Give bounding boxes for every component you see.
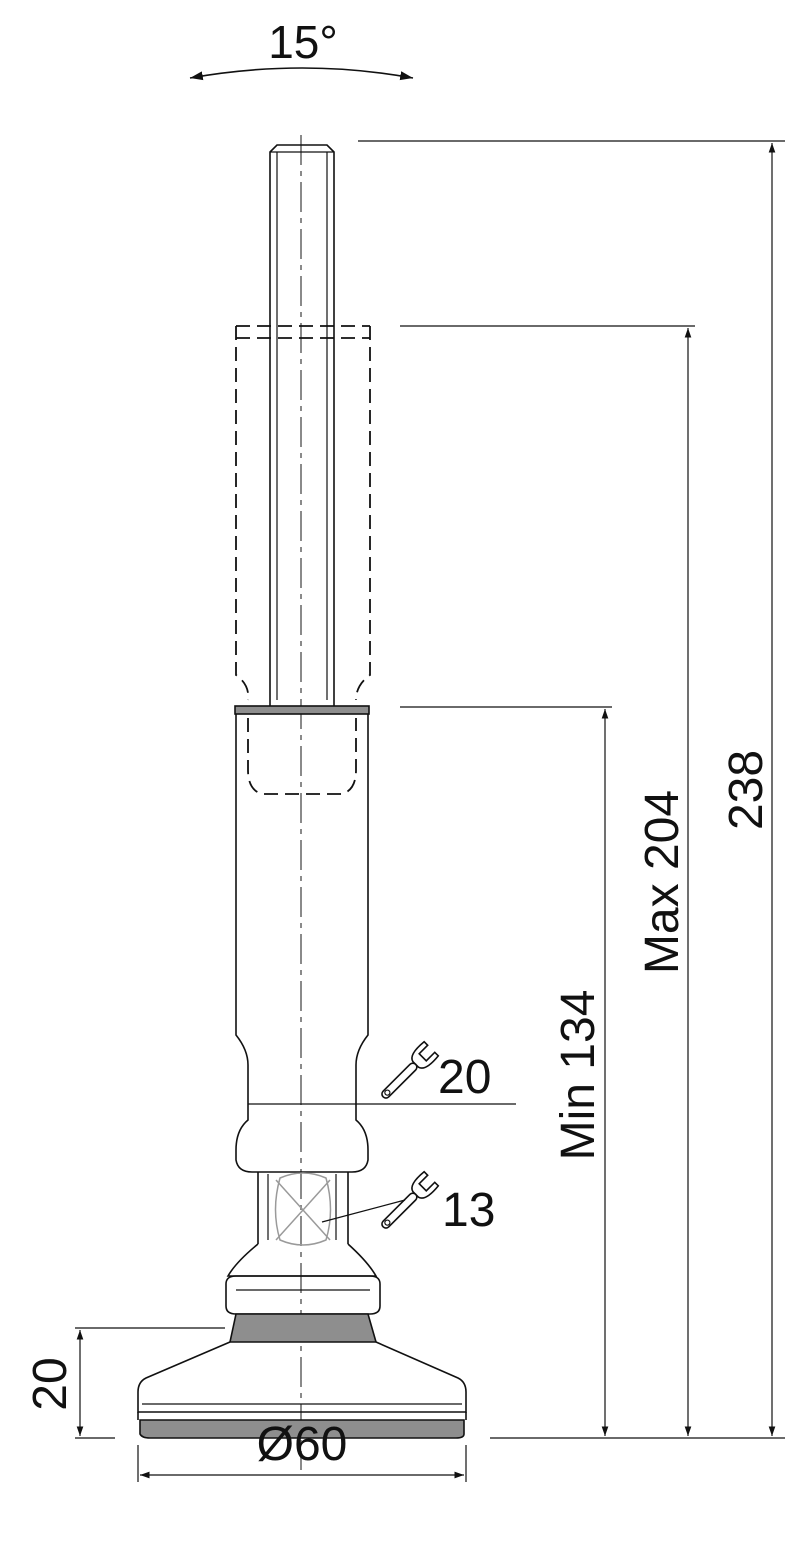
min-height-dimension: Min 134 bbox=[552, 709, 609, 1436]
total-height-label: 238 bbox=[720, 750, 773, 830]
base-height-label: 20 bbox=[24, 1357, 77, 1410]
max-height-dimension: Max 204 bbox=[636, 328, 692, 1436]
max-height-label: Max 204 bbox=[636, 790, 689, 974]
extension-lines bbox=[75, 140, 785, 1482]
base-diameter-dimension: Ø60 bbox=[140, 1418, 464, 1479]
wrench-size-20-label: 20 bbox=[438, 1051, 491, 1104]
total-height-dimension: 238 bbox=[720, 143, 776, 1436]
housing-body bbox=[234, 705, 370, 1173]
base-height-dimension: 20 bbox=[24, 1330, 84, 1436]
wrench-20-callout: 20 bbox=[355, 1040, 516, 1105]
tilt-arc bbox=[189, 67, 414, 81]
base-diameter-label: Ø60 bbox=[257, 1418, 348, 1471]
housing-top-band bbox=[234, 705, 370, 715]
wrench-size-13-label: 13 bbox=[442, 1184, 495, 1237]
wrench-icon bbox=[381, 1040, 440, 1099]
tilt-angle-indicator: 15° bbox=[189, 16, 414, 81]
extended-position-outline bbox=[235, 325, 371, 795]
min-height-label: Min 134 bbox=[552, 990, 605, 1161]
base-plate bbox=[137, 1243, 467, 1439]
hex-nut bbox=[257, 1172, 349, 1246]
threaded-spindle bbox=[269, 144, 335, 708]
angle-label: 15° bbox=[268, 16, 338, 68]
wrench-13-callout: 13 bbox=[321, 1170, 495, 1237]
wrench-icon bbox=[381, 1170, 440, 1229]
rubber-pad bbox=[139, 1419, 465, 1439]
rubber-seal bbox=[229, 1313, 378, 1343]
